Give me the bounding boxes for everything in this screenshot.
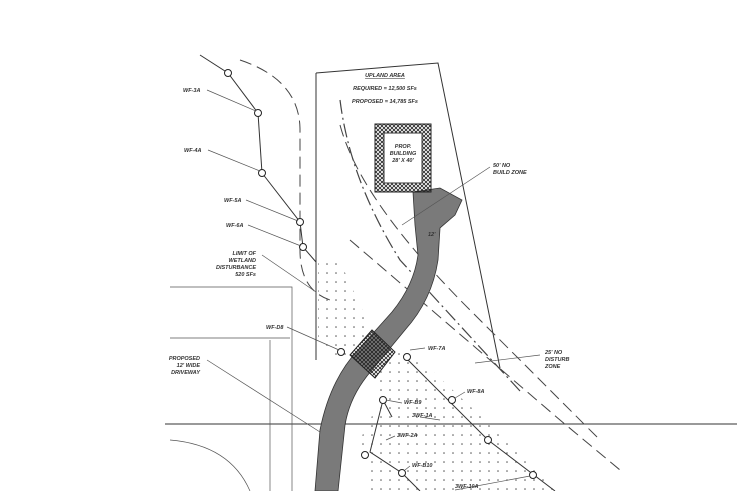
flag-label: WF-4A	[184, 148, 201, 154]
flag-label: WF-3A	[183, 88, 200, 94]
road-parcel-line	[170, 286, 293, 491]
wetland-area-lower	[360, 345, 560, 491]
flag-label: WF-7A	[428, 346, 445, 352]
driveway-label: 12' WIDE	[177, 363, 201, 369]
driveway-width-label: 12'	[428, 232, 436, 238]
driveway-label: PROPOSED	[169, 356, 200, 362]
building-label: BUILDING	[390, 151, 417, 157]
limit-label: WETLAND	[229, 258, 257, 264]
proposed-driveway	[314, 187, 463, 491]
upland-required: REQUIRED = 12,500 SFs	[353, 86, 417, 92]
flag-label: 3WF-10A	[455, 484, 479, 490]
no-build-zone-line-2	[339, 124, 601, 441]
limit-label: LIMIT OF	[232, 251, 256, 257]
no-build-zone-label: BUILD ZONE	[493, 170, 527, 176]
flag-label: WF-D8	[266, 325, 284, 331]
no-disturb-label: DISTURB	[545, 357, 569, 363]
no-disturb-label: 25' NO	[544, 350, 563, 356]
flag-label: WF-B9	[404, 400, 422, 406]
flag-label: 3WF-1A	[412, 413, 433, 419]
no-build-zone-line	[239, 59, 331, 301]
limit-label: 520 SFs	[235, 272, 256, 278]
road-curve	[169, 439, 251, 491]
flag-label: WF-6A	[226, 223, 243, 229]
wetland-area-upper	[318, 260, 372, 365]
no-disturb-label: ZONE	[544, 364, 561, 370]
upland-boundary	[315, 62, 501, 369]
building-label: PROP.	[395, 144, 412, 150]
upland-title: UPLAND AREA	[365, 73, 405, 79]
wetland-flag-line	[199, 54, 317, 263]
no-build-zone-label: 50' NO	[493, 163, 511, 169]
wetland-flag-markers	[224, 69, 537, 479]
limit-label: DISTURBANCE	[216, 265, 256, 271]
flag-label: WF-B10	[412, 463, 432, 469]
wetland-crossing-hatch	[349, 329, 396, 379]
flag-label: WF-8A	[467, 389, 484, 395]
building-label: 28' X 40'	[391, 158, 414, 164]
driveway-label: DRIVEWAY	[171, 370, 201, 376]
flag-label: 3WF-2A	[397, 433, 418, 439]
upland-proposed: PROPOSED = 14,785 SFs	[352, 99, 418, 105]
flag-label: WF-5A	[224, 198, 241, 204]
